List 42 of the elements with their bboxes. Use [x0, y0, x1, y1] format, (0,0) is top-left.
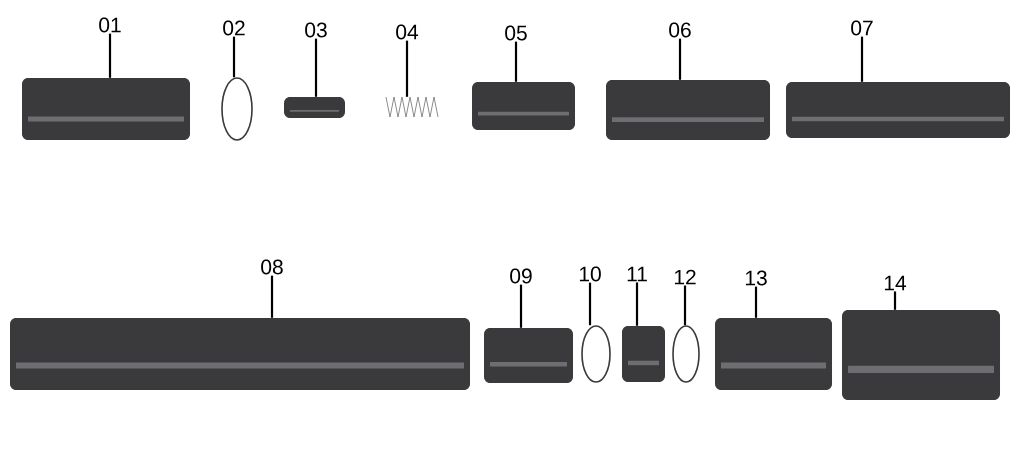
callout-number: 10: [579, 266, 601, 282]
callout-number: 13: [745, 270, 767, 286]
part-drawing: [10, 318, 470, 390]
callout-number: 07: [851, 20, 873, 36]
callout-number: 05: [505, 25, 527, 41]
part-drawing: [581, 325, 611, 383]
part-drawing: [284, 97, 345, 118]
callout-number: 02: [223, 20, 245, 36]
part-drawing: [22, 78, 190, 140]
part-drawing: [786, 82, 1010, 138]
leader-line: [683, 285, 687, 326]
callout-number: 01: [99, 17, 121, 33]
leader-line: [519, 284, 523, 328]
leader-line: [860, 36, 864, 82]
part-drawing: [472, 82, 575, 130]
callout-number: 14: [884, 275, 907, 291]
leader-line: [514, 41, 518, 82]
leader-line: [405, 40, 409, 97]
part-drawing: [622, 326, 665, 382]
callout-number: 06: [669, 22, 691, 38]
part-drawing: [606, 80, 770, 140]
leader-line: [588, 282, 592, 326]
part-drawing: [715, 318, 832, 390]
part-drawing: [672, 325, 700, 383]
leader-line: [232, 36, 236, 78]
leader-line: [754, 286, 758, 318]
callout-number: 12: [674, 269, 696, 285]
callout-number: 11: [627, 266, 647, 282]
part-drawing: [484, 328, 573, 383]
callout-number: 03: [305, 22, 327, 38]
part-drawing: [221, 77, 253, 141]
part-drawing: [385, 96, 439, 118]
leader-line: [108, 33, 112, 78]
leader-line: [314, 38, 318, 97]
callout-number: 09: [510, 268, 532, 284]
callout-number: 04: [396, 24, 419, 40]
callout-number: 08: [261, 259, 283, 275]
leader-line: [635, 282, 639, 326]
leader-line: [678, 38, 682, 80]
leader-line: [893, 291, 897, 310]
leader-line: [270, 275, 274, 318]
part-drawing: [842, 310, 1000, 400]
